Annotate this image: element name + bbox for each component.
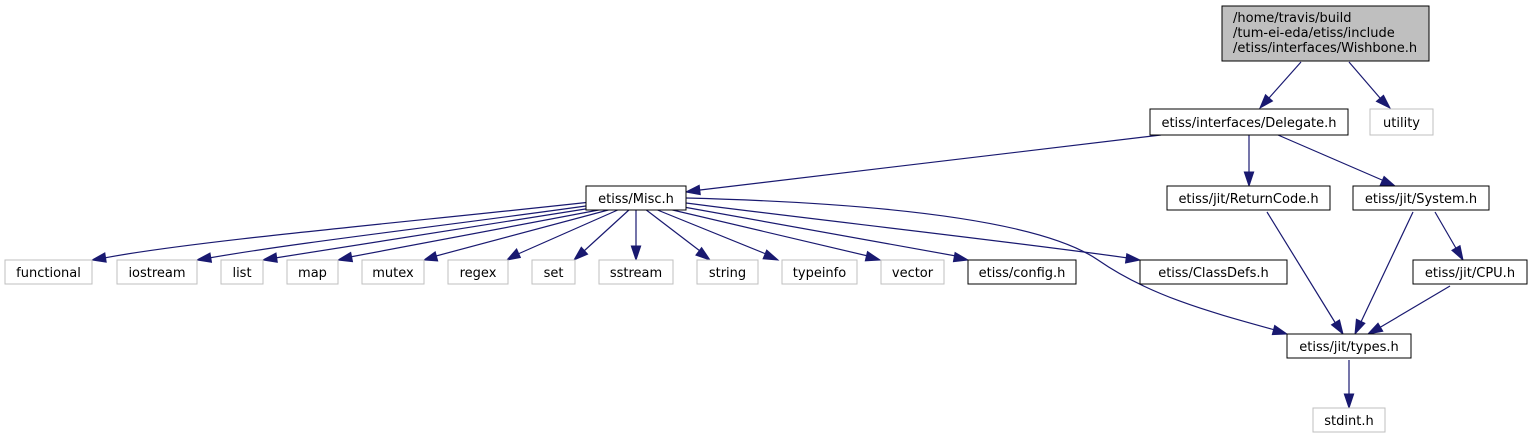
edge-misc-set [583, 208, 631, 252]
edge-misc-types [685, 197, 1276, 331]
edge-root-utility-arrowhead [1375, 94, 1392, 110]
edge-misc-list-arrowhead [261, 252, 278, 263]
node-sstream-label: sstream [610, 266, 662, 281]
node-root-line-1: /home/travis/build [1233, 11, 1351, 26]
edge-misc-regex-arrowhead [505, 247, 522, 261]
node-string: string [696, 259, 759, 285]
node-classdefs-h[interactable]: etiss/ClassDefs.h [1139, 259, 1288, 285]
edge-misc-iostream [208, 203, 601, 259]
edge-cpu-types-arrowhead [1366, 322, 1384, 335]
edge-misc-sstream-arrowhead [630, 245, 642, 262]
node-set-label: set [544, 266, 564, 281]
edge-misc-typeinfo-arrowhead [762, 249, 780, 261]
node-iostream-label: iostream [128, 266, 185, 281]
node-misc-label: etiss/Misc.h [598, 192, 674, 207]
edge-misc-vector [663, 207, 869, 257]
edge-root-delegate-arrowhead [1258, 93, 1274, 110]
node-types-label: etiss/jit/types.h [1299, 340, 1399, 355]
edge-system-cpu [1434, 211, 1458, 251]
node-delegate-label: etiss/interfaces/Delegate.h [1161, 116, 1336, 131]
edge-misc-regex [517, 208, 621, 255]
edge-cpu-types [1378, 285, 1451, 329]
node-mutex: mutex [361, 259, 425, 285]
node-returncode-h[interactable]: etiss/jit/ReturnCode.h [1166, 185, 1331, 211]
edge-system-types [1359, 211, 1414, 325]
edge-root-utility [1348, 61, 1381, 99]
node-mutex-label: mutex [372, 266, 414, 281]
edge-misc-classdefs [685, 202, 1129, 259]
node-map: map [286, 259, 339, 285]
edge-delegate-misc-arrowhead [684, 184, 701, 196]
node-iostream: iostream [116, 259, 198, 285]
node-set: set [531, 259, 576, 285]
node-vector-label: vector [892, 266, 934, 281]
edge-root-delegate [1268, 61, 1302, 99]
node-types-h[interactable]: etiss/jit/types.h [1286, 333, 1412, 359]
node-stdint-label: stdint.h [1324, 414, 1373, 429]
node-returncode-label: etiss/jit/ReturnCode.h [1178, 192, 1318, 207]
node-typeinfo-label: typeinfo [793, 266, 846, 281]
node-cpu-h[interactable]: etiss/jit/CPU.h [1412, 259, 1528, 285]
edge-delegate-system [1277, 134, 1383, 181]
edges [90, 61, 1464, 410]
node-utility: utility [1369, 108, 1434, 136]
nodes: /home/travis/build /tum-ei-eda/etiss/inc… [4, 5, 1528, 433]
node-delegate-h[interactable]: etiss/interfaces/Delegate.h [1149, 108, 1349, 136]
edge-misc-types-arrowhead [1271, 324, 1289, 336]
edge-misc-mutex [435, 208, 613, 257]
edge-misc-functional [103, 200, 601, 259]
node-config-h[interactable]: etiss/config.h [967, 259, 1077, 285]
edge-system-types-arrowhead [1354, 318, 1366, 336]
edge-misc-config [677, 205, 957, 257]
edge-returncode-types-arrowhead [1330, 319, 1344, 336]
edge-misc-config-arrowhead [952, 251, 970, 263]
node-stdint-h: stdint.h [1312, 407, 1386, 433]
edge-misc-vector-arrowhead [864, 250, 882, 262]
node-root-wishbone-h[interactable]: /home/travis/build /tum-ei-eda/etiss/inc… [1221, 5, 1430, 62]
edge-misc-string [644, 208, 701, 252]
edge-misc-typeinfo [654, 208, 767, 255]
edge-misc-set-arrowhead [572, 246, 589, 262]
node-map-label: map [298, 266, 327, 281]
edge-misc-map [349, 208, 605, 258]
node-misc-h[interactable]: etiss/Misc.h [585, 185, 687, 211]
node-list-label: list [232, 266, 251, 281]
node-string-label: string [709, 266, 746, 281]
node-vector: vector [880, 259, 945, 285]
edge-returncode-types [1266, 211, 1337, 325]
node-root-line-3: /etiss/interfaces/Wishbone.h [1233, 41, 1417, 56]
edge-delegate-system-arrowhead [1379, 175, 1397, 187]
edge-system-cpu-arrowhead [1451, 244, 1464, 262]
edge-misc-mutex-arrowhead [422, 250, 439, 262]
node-regex-label: regex [460, 266, 497, 281]
node-list: list [220, 259, 264, 285]
node-config-label: etiss/config.h [979, 266, 1066, 281]
node-system-label: etiss/jit/System.h [1365, 192, 1477, 207]
node-regex: regex [447, 259, 509, 285]
edge-types-stdint-arrowhead [1343, 393, 1355, 410]
node-classdefs-label: etiss/ClassDefs.h [1158, 266, 1269, 281]
node-cpu-label: etiss/jit/CPU.h [1425, 266, 1515, 281]
node-utility-label: utility [1383, 116, 1420, 131]
node-functional: functional [4, 259, 93, 285]
edge-delegate-returncode-arrowhead [1243, 171, 1255, 188]
node-typeinfo: typeinfo [781, 259, 858, 285]
node-system-h[interactable]: etiss/jit/System.h [1352, 185, 1490, 211]
edge-misc-list [274, 206, 599, 259]
edge-misc-map-arrowhead [336, 251, 354, 263]
node-root-line-2: /tum-ei-eda/etiss/include [1233, 26, 1395, 41]
node-sstream: sstream [598, 259, 674, 285]
edge-misc-string-arrowhead [695, 246, 712, 261]
edge-delegate-misc [699, 134, 1162, 191]
edge-misc-classdefs-arrowhead [1124, 252, 1142, 264]
node-functional-label: functional [16, 266, 81, 281]
edge-misc-iostream-arrowhead [195, 252, 213, 263]
edge-misc-functional-arrowhead [90, 252, 107, 263]
